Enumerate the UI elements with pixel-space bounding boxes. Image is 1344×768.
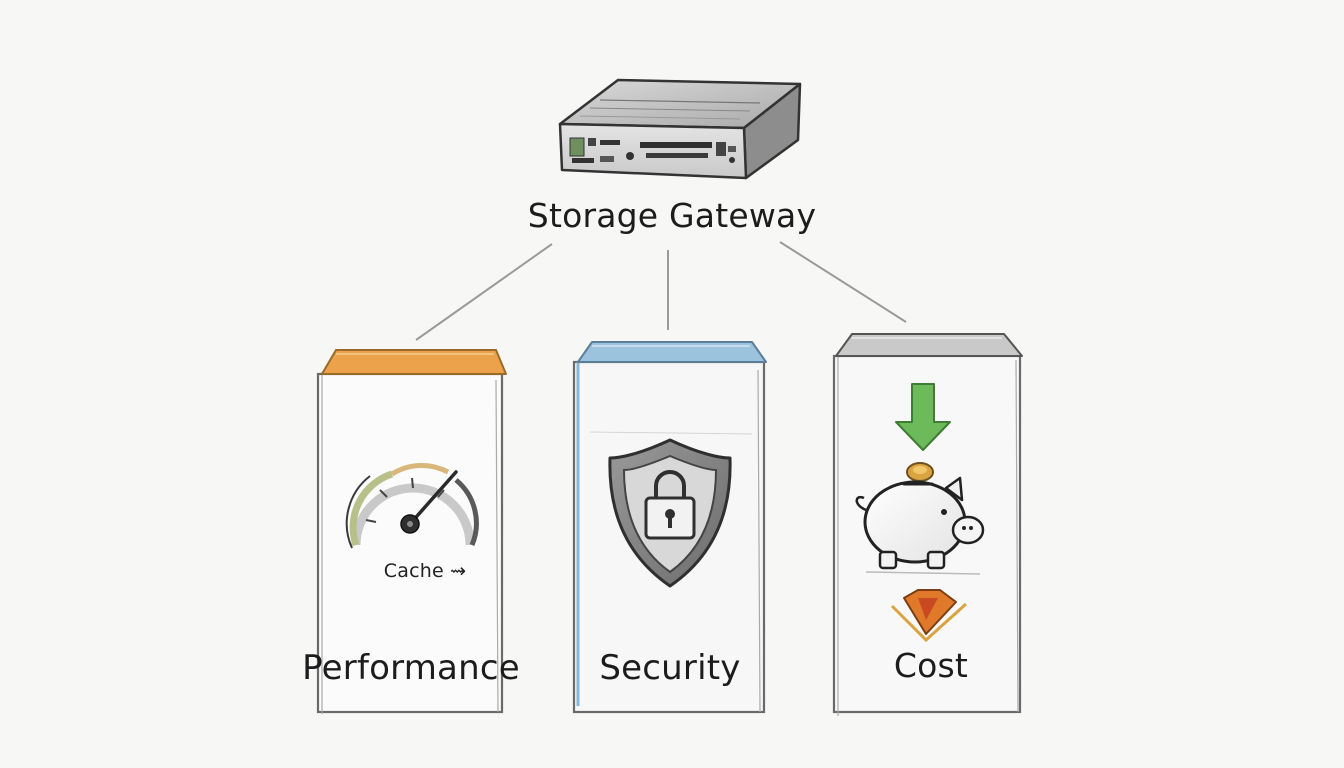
- pillar-label-cost: Cost: [893, 646, 969, 685]
- arrow-down-icon: [895, 383, 951, 451]
- pillar-label-security: Security: [599, 648, 741, 688]
- server-appliance-icon: [558, 78, 802, 180]
- speedometer-icon: [345, 462, 479, 549]
- shield-lock-icon: [608, 438, 732, 588]
- pillar-label-performance: Performance: [302, 648, 520, 688]
- cache-caption: Cache ⇝: [383, 560, 467, 582]
- coin-icon: [906, 462, 934, 482]
- connector-lines: [415, 241, 907, 341]
- gateway-title: Storage Gateway: [527, 196, 817, 235]
- diamond-icon: [890, 589, 968, 643]
- piggy-bank-icon: [855, 476, 985, 575]
